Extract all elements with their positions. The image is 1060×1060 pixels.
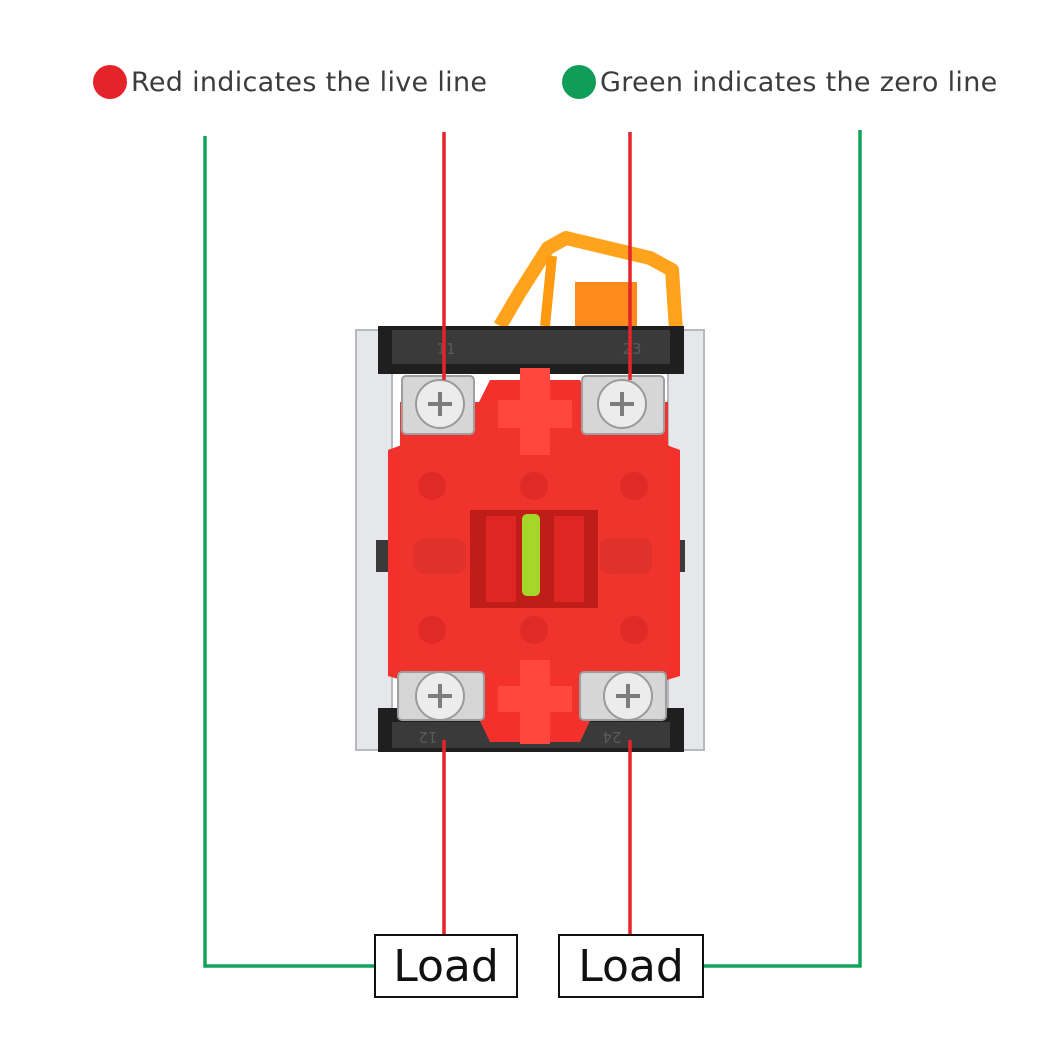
green-dot-icon xyxy=(562,65,596,99)
screw-11 xyxy=(401,375,475,435)
red-dot-icon xyxy=(93,65,127,99)
terminal-label-24: 24 xyxy=(602,728,621,746)
legend-live-label: Red indicates the live line xyxy=(131,66,488,98)
switch-handle xyxy=(493,231,683,331)
legend-zero-label: Green indicates the zero line xyxy=(600,66,998,98)
zero-wire-right xyxy=(703,130,862,968)
screw-23 xyxy=(581,375,665,435)
screw-24 xyxy=(579,671,667,721)
load-box-left: Load xyxy=(374,934,518,998)
zero-wire-left xyxy=(203,136,374,968)
load-box-right: Load xyxy=(558,934,704,998)
switch-body xyxy=(388,368,680,744)
terminal-label-11: 11 xyxy=(436,340,455,358)
load-label-right: Load xyxy=(578,940,684,992)
load-label-left: Load xyxy=(393,940,499,992)
indicator-bar xyxy=(522,514,540,596)
legend-zero: Green indicates the zero line xyxy=(562,62,998,102)
terminal-label-23: 23 xyxy=(622,340,641,358)
legend-live: Red indicates the live line xyxy=(93,62,487,102)
screw-12 xyxy=(397,671,485,721)
terminal-label-12: 12 xyxy=(418,728,437,746)
